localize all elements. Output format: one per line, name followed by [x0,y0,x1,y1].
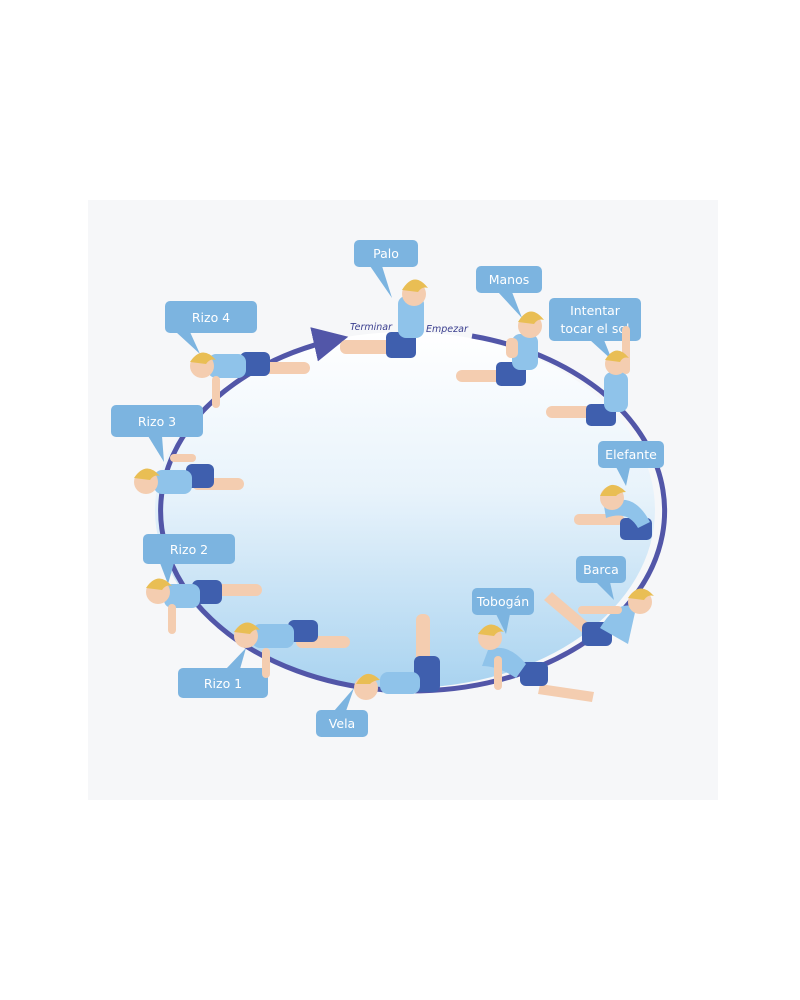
pose-bubble-palo: Palo [354,240,418,298]
pose-figure-elefante [574,484,652,540]
pose-figure-rizo-3 [134,454,244,494]
pose-bubble-manos: Manos [476,266,542,318]
end-label: Terminar [350,322,393,333]
pose-label-rizo-4: Rizo 4 [192,310,230,325]
pose-bubble-rizo-1: Rizo 1 [178,648,268,698]
pose-label-rizo-1: Rizo 1 [204,676,242,691]
pose-figure-rizo-2 [146,578,262,634]
pose-label-manos: Manos [489,272,530,287]
pose-label-palo: Palo [373,246,399,261]
pose-figure-barca [544,588,654,646]
pose-figure-manos [456,311,544,386]
pose-bubble-intentar-tocar-el-sol: Intentar tocar el sol [549,298,641,360]
pose-label-vela: Vela [329,716,355,731]
pose-bubble-elefante: Elefante [598,441,664,486]
pose-label-tocar-el-sol: tocar el sol [561,321,630,336]
pose-figure-intentar-tocar-el-sol [546,326,630,426]
pose-bubble-rizo-3: Rizo 3 [111,405,203,462]
pose-label-intentar: Intentar [570,303,621,318]
pose-bubble-vela: Vela [316,688,368,737]
pose-figure-rizo-1 [234,620,350,678]
pose-bubble-rizo-2: Rizo 2 [143,534,235,584]
start-label: Empezar [426,324,469,335]
pose-bubble-barca: Barca [576,556,626,600]
pose-label-tobogan: Tobogán [476,594,529,609]
pose-bubble-rizo-4: Rizo 4 [165,301,257,354]
pose-figure-vela [354,614,440,700]
pose-label-elefante: Elefante [605,447,657,462]
pose-figure-tobogan [478,624,594,702]
pose-figure-rizo-4 [190,352,310,408]
pose-label-barca: Barca [583,562,619,577]
pose-label-rizo-2: Rizo 2 [170,542,208,557]
pose-label-rizo-3: Rizo 3 [138,414,176,429]
pose-bubble-tobogan: Tobogán [472,588,534,634]
pose-figure-palo [340,279,428,358]
